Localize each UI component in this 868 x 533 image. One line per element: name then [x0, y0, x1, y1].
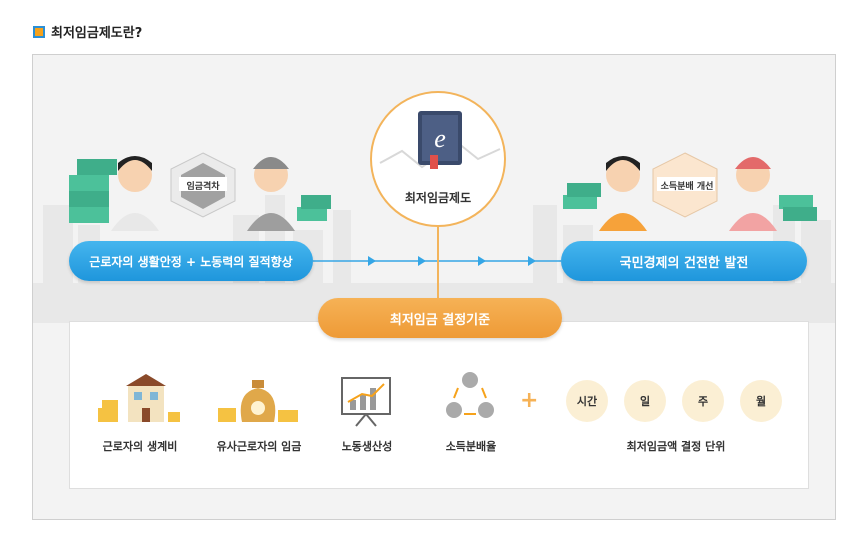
money-stack-icon — [69, 159, 117, 223]
worker-avatar-icon — [111, 156, 159, 231]
growth-chart-icon — [341, 377, 391, 427]
money-stack-small-icon — [297, 195, 331, 221]
wage-gap-label: 임금격차 — [186, 182, 220, 192]
section-heading: 최저임금제도란? — [33, 22, 142, 41]
criteria-box: 근로자의 생계비 유사근로자의 임금 노동생산성 소득분배율 + 시간 일 — [69, 321, 809, 489]
worker-cap-avatar-icon — [729, 157, 777, 231]
house-coins-icon — [98, 374, 180, 422]
coin-cycle-icon — [446, 372, 494, 418]
arrow-right-icon — [478, 256, 486, 266]
arrow-right-icon — [528, 256, 536, 266]
money-bag-icon — [218, 380, 298, 422]
worker-avatar-icon — [599, 156, 647, 231]
heading-square-icon — [33, 25, 45, 38]
arrow-right-icon — [418, 256, 426, 266]
money-stack-icon — [563, 183, 601, 209]
unit-month: 월 — [740, 380, 782, 422]
diagram-panel: 임금격차 소득분배 개선 — [32, 54, 836, 520]
worker-cap-avatar-icon — [247, 157, 295, 231]
heading-title: 최저임금제도란? — [51, 26, 143, 41]
criteria-label-similar-wage: 유사근로자의 임금 — [216, 440, 302, 453]
criteria-label-income-share: 소득분배율 — [445, 440, 497, 453]
criteria-label-living-cost: 근로자의 생계비 — [102, 440, 178, 453]
right-goal-pill: 국민경제의 건전한 발전 — [561, 241, 807, 281]
unit-day: 일 — [624, 380, 666, 422]
criteria-title-pill: 최저임금 결정기준 — [318, 298, 562, 338]
center-label: 최저임금제도 — [404, 191, 472, 205]
left-goal-pill: 근로자의 생활안정 + 노동력의 질적향상 — [69, 241, 313, 281]
income-distribution-illustration — [563, 152, 817, 231]
criteria-label-productivity: 노동생산성 — [341, 440, 393, 453]
arrow-right-icon — [368, 256, 376, 266]
center-glyph: e — [434, 124, 446, 153]
plus-sign: + — [520, 388, 539, 413]
flow-connectors — [313, 227, 561, 298]
unit-week: 주 — [682, 380, 724, 422]
income-distribution-label: 소득분배 개선 — [660, 182, 714, 192]
unit-hour: 시간 — [566, 380, 608, 422]
money-stack-small-icon — [779, 195, 817, 221]
units-label: 최저임금액 결정 단위 — [626, 440, 726, 453]
center-circle: e — [370, 91, 506, 227]
law-book-icon: e — [379, 111, 501, 169]
wage-gap-illustration — [69, 152, 331, 231]
